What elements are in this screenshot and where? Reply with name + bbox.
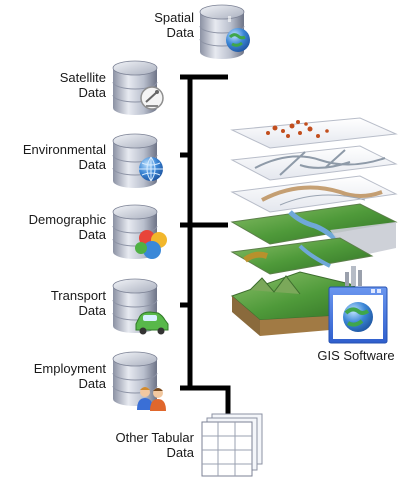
label-line-1: Spatial — [154, 10, 194, 25]
label-line-2: Data — [78, 303, 106, 318]
label-line-1: Transport — [50, 288, 106, 303]
label-line-2: Data — [78, 376, 106, 391]
connector-lines — [180, 74, 231, 420]
people-dots-icon — [135, 230, 167, 259]
label-line-2: Data — [166, 25, 194, 40]
label-other-tabular-data: Other Tabular Data — [90, 430, 194, 460]
gis-software-text: GIS Software — [317, 348, 395, 363]
workers-icon — [137, 387, 166, 411]
label-line-2: Data — [166, 445, 194, 460]
map-layer-points — [230, 117, 398, 149]
gis-window-globe-icon — [328, 286, 388, 344]
spreadsheet-icon — [201, 413, 263, 477]
label-spatial-data: Spatial Data — [120, 10, 194, 40]
map-layer-roads — [230, 145, 398, 181]
label-line-1: Employment — [33, 361, 106, 376]
label-demographic-data: Demographic Data — [0, 212, 106, 242]
label-line-2: Data — [78, 227, 106, 242]
label-satellite-data: Satellite Data — [8, 70, 106, 100]
label-line-2: Data — [78, 157, 106, 172]
map-layer-3d-terrain — [231, 266, 382, 336]
label-line-1: Environmental — [22, 142, 106, 157]
satellite-dish-icon — [140, 86, 164, 110]
label-environmental-data: Environmental Data — [0, 142, 106, 172]
car-icon — [135, 311, 169, 335]
database-cylinder-employment — [112, 351, 158, 406]
map-layer-landcover — [230, 237, 374, 275]
label-line-2: Data — [78, 85, 106, 100]
label-line-1: Satellite — [59, 70, 106, 85]
label-line-1: Other Tabular — [115, 430, 194, 445]
label-line-1: Demographic — [28, 212, 106, 227]
label-employment-data: Employment Data — [8, 361, 106, 391]
label-transport-data: Transport Data — [8, 288, 106, 318]
globe-grid-icon — [139, 156, 163, 182]
map-layer-parcels — [230, 175, 398, 213]
label-gis-software: GIS Software — [306, 348, 406, 363]
globe-icon — [226, 28, 250, 52]
